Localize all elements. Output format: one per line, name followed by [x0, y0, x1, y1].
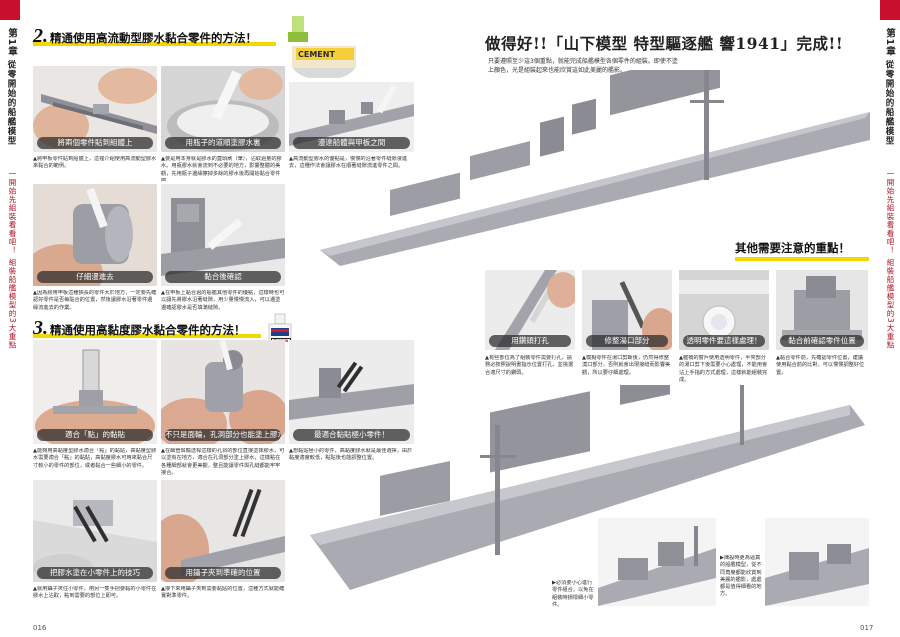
note: ▲接下來用鑷子夾到需要黏貼的位置，這種方式就能確實對準零件。	[161, 586, 285, 600]
caption: 透明零件要這樣處理！	[683, 335, 765, 347]
photo-bottle-edge: 用瓶子的道順塗膠水裏	[161, 66, 285, 152]
note: ▲模擬零件在湯口剪斷後，仍然得修整澆口部分，否則就會出現接縫而影響美觀，所以要仔…	[582, 355, 671, 376]
caption: 用瓶子的道順塗膠水裏	[165, 137, 281, 149]
heading-highlight	[33, 42, 276, 46]
cement-bottle-photo: CEMENT	[278, 14, 356, 78]
caption: 適合「點」的黏貼	[37, 429, 153, 441]
main-title: 做得好!!「山下模型 特型驅逐艦 響1941」完成!!	[485, 34, 844, 53]
side-subtitle: 一開始先組裝看看吧！ 組裝船艦模型的3大重點	[8, 170, 17, 350]
caption: 把膠水塗在小零件上的技巧	[37, 567, 153, 579]
section-2-title: 精通使用高流動型膠水黏合零件的方法！	[50, 31, 257, 45]
side-chapter: 第1章	[884, 28, 895, 57]
caption: 黏合後確認	[165, 271, 281, 283]
chapter-tab	[880, 0, 900, 20]
note: ▲有些部位為了組裝零件需要打孔，請務必按照說明書指示位置打孔，並挑選合適尺寸的鑽…	[485, 355, 574, 376]
note: ▲在甲板上黏合過的船艦其他零件的優點，這樣時也可以讓先將膠水沿著縫隙，用少量慢慢…	[161, 290, 285, 311]
note: ▲高流動型膠水的優點是，慢慢的沿著零件縫隙漫進去，這種作法會讓膠水在順著縫隙流進…	[289, 156, 408, 170]
heading-highlight	[33, 334, 261, 338]
caption: 漫達船體與甲板之間	[293, 137, 410, 149]
section-3-title: 精通使用高黏度膠水黏合零件的方法！	[50, 323, 246, 337]
section-2-heading: 2.精通使用高流動型膠水黏合零件的方法！	[33, 25, 257, 48]
note: ▲艦橋的窗戶使用透明零件，半夾部分的湯口剪下後需要小心處理，不能用會沾上手指的方…	[679, 355, 768, 383]
caption: 最適合黏貼極小零件！	[293, 429, 410, 441]
note: ▶陳設時更為逼真的船艦模型，從不同角度都能欣賞到美麗的艦影，處處都是值得細看的地…	[720, 555, 762, 598]
page-number-right: 017	[860, 624, 874, 632]
photo-check-position: 黏合前確認零件位置	[776, 270, 868, 350]
destroyer-model-photo-bottom	[290, 385, 870, 605]
side-title: 從零開始的船艦模型	[884, 60, 894, 146]
caption: 仔細漫進去	[37, 271, 153, 283]
note: ▲能夠用高黏度型膠水適合「點」的黏貼，高黏度型膠水需要適合「點」的黏貼，高黏度膠…	[33, 448, 157, 469]
photo-hull-deck: 漫達船體與甲板之間	[289, 82, 414, 152]
caption: 不只是面輪，孔洞部分也能塗上膠水	[165, 429, 281, 441]
photo-point-glue: 適合「點」的黏貼	[33, 340, 157, 444]
side-subtitle: 一開始先組裝看看吧！ 組裝船艦模型的3大重點	[886, 170, 895, 350]
heading-highlight	[735, 257, 869, 261]
photo-glue-tiny-part: 把膠水塗在小零件上的技巧	[33, 480, 157, 582]
destroyer-model-photo-top	[310, 70, 870, 270]
note: ▲要是用本身就是膠水的蓋頭刷（筆），沾取過量的膠水。用瓶膠水就會流到不必要的地方…	[161, 156, 282, 181]
caption: 將兩個零件貼到組體上	[37, 137, 153, 149]
caption: 黏合前確認零件位置	[780, 335, 864, 347]
note: ▲想黏貼極小的零件，高黏度膠水就是最佳選擇，由於黏度適度較低，點貼後也能調整位置…	[289, 448, 413, 462]
note: ▲因為膠用甲板這種狹長的零件大於地方，一定要先確認好零件是否每貼合的位置，然後讓…	[33, 290, 157, 311]
section-3-heading: 3.精通使用高黏度膠水黏合零件的方法！	[33, 317, 246, 340]
section-2-number: 2.	[33, 25, 48, 47]
note: ▲在細管與輸送桿這樣的孔洞的部位直接塗抹膠水，可以塗有在地方，適合在孔洞部分塗上…	[161, 448, 285, 476]
other-points-heading: 其他需要注意的重點！	[735, 241, 850, 255]
photo-trim-gate: 修整湯口部分	[582, 270, 672, 350]
photo-hole-glue: 不只是面輪，孔洞部分也能塗上膠水	[161, 340, 285, 444]
photo-seep-in: 仔細漫進去	[33, 184, 157, 286]
intro-text: 只要遵照至少這3個重點，就能完成船艦模型各個零件的組裝。即使不塗上顏色，光是組裝…	[488, 58, 678, 74]
side-title: 從零開始的船艦模型	[6, 60, 16, 146]
note: ▶必須要小心進行零件組合，以免在組裝時損壞細小零件。	[552, 580, 594, 608]
note: ▲黏合零件前，先確認零件位置，建議使用黏合前的比對，可以慢慢調整好位置。	[776, 355, 865, 376]
left-page: 第1章 從零開始的船艦模型 一開始先組裝看看吧！ 組裝船艦模型的3大重點 2.精…	[0, 0, 414, 632]
page-number-left: 016	[33, 624, 47, 632]
caption: 用鑽頭打孔	[489, 335, 571, 347]
photo-tiny-parts: 最適合黏貼極小零件！	[289, 340, 414, 444]
caption: 用鑷子夾到準確的位置	[165, 567, 281, 579]
bottle-label: CEMENT	[298, 50, 335, 59]
photo-deck-parts: 將兩個零件貼到組體上	[33, 66, 157, 152]
caption: 修整湯口部分	[586, 335, 668, 347]
photo-detail-bow	[598, 518, 716, 606]
photo-check-bond: 黏合後確認	[161, 184, 285, 286]
photo-tweezers-position: 用鑷子夾到準確的位置	[161, 480, 285, 582]
photo-detail-stern	[765, 518, 869, 606]
note: ▲就用鑷子夾住小零件，用另一隻手把要黏的小零件在膠水上沾取，點到需要的部位上即可…	[33, 586, 157, 600]
side-chapter: 第1章	[6, 28, 17, 57]
chapter-tab	[0, 0, 20, 20]
photo-drill-hole: 用鑽頭打孔	[485, 270, 575, 350]
note: ▲將甲板零件貼到船體上，這裡介紹使用高流動型膠水來黏合的範例。	[33, 156, 157, 170]
section-3-number: 3.	[33, 317, 48, 339]
photo-clear-parts: 透明零件要這樣處理！	[679, 270, 769, 350]
